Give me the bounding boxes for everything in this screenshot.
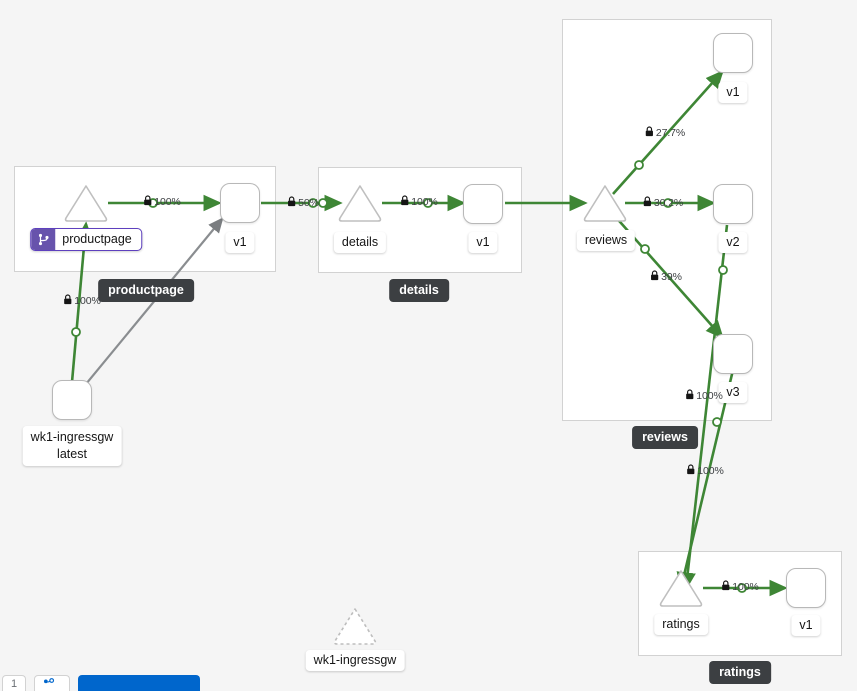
- edge-percent: 50%: [298, 197, 319, 209]
- edge-percent: 100%: [74, 295, 101, 307]
- edge-marker-ingressgw-productpage: [71, 327, 81, 337]
- workload-node-reviews-v1[interactable]: [713, 33, 753, 73]
- lock-icon: [645, 126, 654, 140]
- node-label-ingressgw-line1: wk1-ingressgw: [30, 430, 114, 444]
- workload-node-reviews-v3[interactable]: [713, 334, 753, 374]
- node-label-ingressgw-line2: latest: [57, 447, 87, 461]
- edge-percent: 27.7%: [655, 127, 686, 139]
- workload-node-productpage-v1[interactable]: [220, 183, 260, 223]
- edge-label-reviews-svc-to-v3: 39%: [650, 270, 682, 284]
- node-label-ingressgw: wk1-ingressgw latest: [22, 426, 122, 466]
- lock-icon: [400, 195, 409, 209]
- edge-percent: 100%: [154, 196, 181, 208]
- edge-label-ratings-svc-to-v1: 100%: [721, 580, 759, 594]
- lock-icon: [63, 294, 72, 308]
- node-label-reviews-v1: v1: [718, 82, 748, 103]
- node-label-productpage-v1: v1: [225, 232, 255, 253]
- edge-label-reviews-v2-to-ratings: 100%: [686, 464, 724, 478]
- zoom-level-label: 1: [11, 678, 18, 690]
- workload-node-ingressgw[interactable]: [52, 380, 92, 420]
- node-label-reviews-v2: v2: [718, 232, 748, 253]
- group-tooltip-details: details: [389, 279, 449, 302]
- edge-label-productpage-v1-to-details-svc: 50%: [287, 196, 319, 210]
- primary-action-button[interactable]: [78, 675, 201, 691]
- node-label-productpage-text: productpage: [62, 232, 132, 246]
- edge-label-productpage-svc-to-v1: 100%: [143, 195, 181, 209]
- lock-icon: [143, 195, 152, 209]
- bottom-toolbar[interactable]: 1: [0, 675, 201, 691]
- legend-icon: [43, 677, 57, 691]
- edge-percent: 100%: [732, 581, 759, 593]
- workload-node-ratings-v1[interactable]: [786, 568, 826, 608]
- legend-button[interactable]: [34, 675, 71, 691]
- workload-node-reviews-v2[interactable]: [713, 184, 753, 224]
- node-label-ratings-service: ratings: [654, 614, 708, 635]
- lock-icon: [643, 196, 652, 210]
- edge-label-ingressgw-to-productpage-svc: 100%: [63, 294, 101, 308]
- node-label-details-service: details: [333, 232, 387, 253]
- group-tooltip-reviews: reviews: [632, 426, 698, 449]
- lock-icon: [686, 464, 695, 478]
- edge-label-reviews-svc-to-v2: 30.2%: [643, 196, 683, 210]
- lock-icon: [287, 196, 296, 210]
- group-tooltip-productpage: productpage: [98, 279, 194, 302]
- edge-percent: 100%: [696, 390, 723, 402]
- edge-label-details-svc-to-v1: 100%: [400, 195, 438, 209]
- node-label-idle-wk1-ingressgw: wk1-ingressgw: [305, 650, 405, 671]
- node-label-reviews-v3: v3: [718, 382, 748, 403]
- lock-icon: [685, 389, 694, 403]
- zoom-control-button[interactable]: 1: [2, 675, 27, 691]
- group-tooltip-ratings: ratings: [709, 661, 771, 684]
- edge-label-reviews-svc-to-v1: 27.7%: [645, 126, 685, 140]
- edge-percent: 30.2%: [653, 197, 684, 209]
- node-label-details-v1: v1: [468, 232, 498, 253]
- lock-icon: [721, 580, 730, 594]
- edge-percent: 100%: [411, 196, 438, 208]
- node-label-reviews-service: reviews: [576, 230, 636, 251]
- node-label-ratings-v1: v1: [791, 615, 821, 636]
- node-label-productpage-service[interactable]: productpage: [30, 228, 142, 251]
- lock-icon: [650, 270, 659, 284]
- edge-label-reviews-v3-to-ratings: 100%: [685, 389, 723, 403]
- virtual-service-icon: [31, 229, 56, 250]
- edge-percent: 100%: [697, 465, 724, 477]
- edge-percent: 39%: [661, 271, 682, 283]
- workload-node-details-v1[interactable]: [463, 184, 503, 224]
